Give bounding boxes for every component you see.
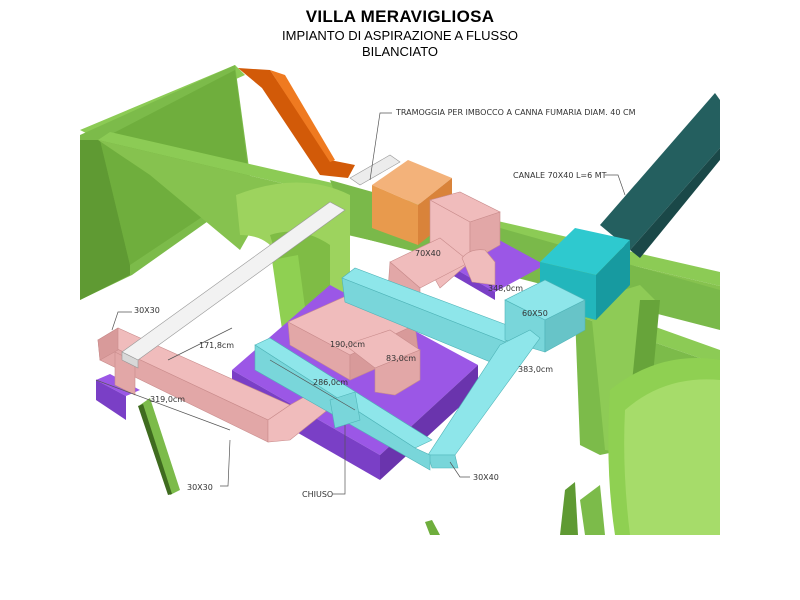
exhaust-right-front xyxy=(427,454,459,469)
label-len-383: 383,0cm xyxy=(518,365,553,374)
duct-30x30-bottom-leader xyxy=(220,439,231,487)
drawing-title: VILLA MERAVIGLIOSA xyxy=(305,7,495,26)
label-closed: CHIUSO xyxy=(302,490,333,499)
annotations: TRAMOGGIA PER IMBOCCO A CANNA FUMARIA DI… xyxy=(134,108,636,499)
dim-171-line xyxy=(167,327,233,361)
drawing-subtitle-line1: IMPIANTO DI ASPIRAZIONE A FLUSSO xyxy=(282,28,518,43)
label-len-348: 348,0cm xyxy=(488,284,523,293)
post-right xyxy=(560,482,578,535)
teal-channel-top xyxy=(600,93,720,250)
exhaust-ducts xyxy=(254,267,586,471)
label-channel: CANALE 70X40 L=6 MT xyxy=(513,171,607,180)
label-duct-60x50: 60X50 xyxy=(522,309,548,318)
hopper-top xyxy=(372,160,452,205)
label-duct-30x30-top: 30X30 xyxy=(134,306,160,315)
duct-30x40-leader xyxy=(449,461,470,478)
exhaust-right-top xyxy=(427,329,541,456)
white-duct xyxy=(121,154,401,369)
channel-leader xyxy=(605,174,626,196)
label-hopper: TRAMOGGIA PER IMBOCCO A CANNA FUMARIA DI… xyxy=(395,108,636,117)
chimney-pipe xyxy=(238,68,355,178)
exhaust-lower-box xyxy=(329,391,361,429)
hopper-leader xyxy=(369,112,392,181)
post-right-2 xyxy=(580,485,605,535)
dim-319-line xyxy=(95,379,231,431)
label-len-83: 83,0cm xyxy=(386,354,416,363)
teal-unit-top xyxy=(540,228,630,275)
label-len-190: 190,0cm xyxy=(330,340,365,349)
right-arch-inner xyxy=(624,379,720,535)
dim-286-line xyxy=(269,359,356,411)
teal-channel xyxy=(600,93,720,258)
hopper-front xyxy=(372,185,418,245)
teal-channel-side xyxy=(630,148,720,258)
supply-left-end xyxy=(97,327,119,361)
post-bottom xyxy=(425,520,440,535)
chimney-orange-highlight xyxy=(270,70,335,162)
label-duct-30x40: 30X40 xyxy=(473,473,499,482)
label-len-319: 319,0cm xyxy=(150,395,185,404)
exhaust-60x50-side xyxy=(544,299,586,353)
drawing-subtitle-line2: BILANCIATO xyxy=(361,44,439,59)
label-len-286: 286,0cm xyxy=(313,378,348,387)
title-block: VILLA MERAVIGLIOSA IMPIANTO DI ASPIRAZIO… xyxy=(0,6,800,60)
purple-left-front xyxy=(96,380,126,420)
duct-30x30-top-leader xyxy=(111,311,132,331)
chimney-orange xyxy=(238,68,355,178)
white-duct-front xyxy=(121,351,139,369)
label-len-171: 171,8cm xyxy=(199,341,234,350)
post-left xyxy=(140,398,180,495)
label-duct-30x30-bottom: 30X30 xyxy=(187,483,213,492)
white-duct-upper xyxy=(349,154,401,186)
label-duct-70x40: 70X40 xyxy=(415,249,441,258)
left-pier xyxy=(80,140,130,300)
supply-elbow xyxy=(461,249,496,286)
leader-lines xyxy=(95,112,626,495)
closed-leader xyxy=(333,425,346,495)
supply-ducts xyxy=(97,191,501,443)
teal-unit-side xyxy=(596,240,630,320)
supply-box-lower-front xyxy=(374,349,421,396)
post-left-dark xyxy=(138,404,172,495)
